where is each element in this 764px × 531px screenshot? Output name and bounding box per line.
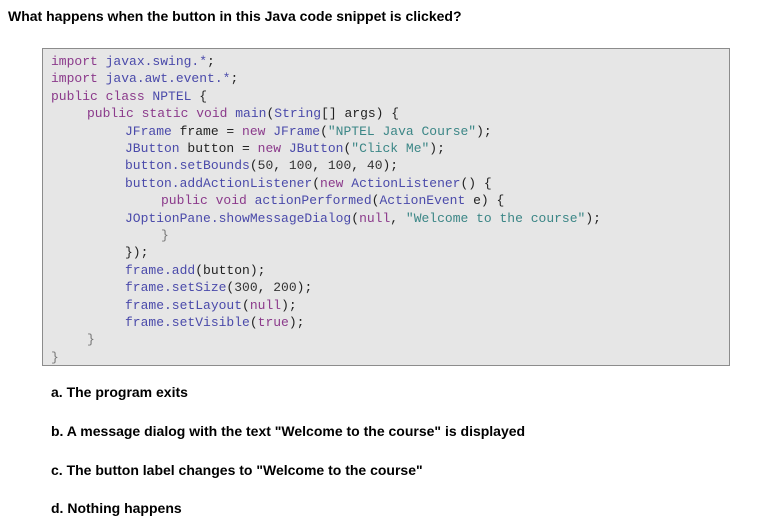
code-token: "Click Me" bbox=[351, 141, 430, 156]
code-token: frame.setSize bbox=[125, 280, 227, 296]
code-token: import bbox=[51, 71, 106, 87]
code-line: public class NPTEL { bbox=[51, 88, 207, 105]
code-token: e) { bbox=[473, 193, 505, 209]
code-token: JButton bbox=[288, 141, 344, 156]
question-text: What happens when the button in this Jav… bbox=[8, 8, 462, 24]
code-token: () { bbox=[460, 175, 492, 191]
code-token: ); bbox=[476, 123, 492, 139]
code-token: , bbox=[312, 158, 328, 174]
code-token: ( bbox=[371, 193, 380, 209]
code-token: ( bbox=[242, 297, 250, 313]
code-token: , bbox=[257, 280, 274, 296]
code-token: public void bbox=[161, 193, 255, 209]
code-token: { bbox=[199, 88, 208, 104]
code-line: button.addActionListener(new ActionListe… bbox=[125, 175, 492, 192]
code-token: JFrame bbox=[125, 123, 180, 139]
code-token: 300 bbox=[234, 280, 258, 296]
answer-option[interactable]: b. A message dialog with the text "Welco… bbox=[51, 422, 526, 439]
code-token: frame.add bbox=[125, 262, 196, 278]
code-token: JFrame bbox=[273, 123, 321, 139]
code-line: JFrame frame = new JFrame("NPTEL Java Co… bbox=[125, 123, 492, 140]
code-token: 50 bbox=[257, 158, 274, 174]
code-token: }); bbox=[125, 245, 149, 261]
code-line: frame.add(button); bbox=[125, 262, 265, 279]
code-token: true bbox=[257, 315, 289, 330]
answer-option[interactable]: a. The program exits bbox=[51, 384, 188, 400]
code-token: NPTEL bbox=[152, 88, 200, 104]
code-token: ); bbox=[288, 315, 305, 330]
code-token: ); bbox=[281, 297, 297, 313]
code-token: public class bbox=[51, 88, 153, 104]
code-line: public void actionPerformed(ActionEvent … bbox=[161, 192, 504, 209]
code-token: ( bbox=[351, 210, 360, 226]
code-token: button.addActionListener bbox=[125, 175, 313, 191]
code-line: frame.setSize(300, 200); bbox=[125, 279, 312, 296]
code-token: } bbox=[87, 332, 95, 348]
code-line: JOptionPane.showMessageDialog(null, "Wel… bbox=[125, 210, 601, 227]
code-line: }); bbox=[125, 244, 148, 261]
code-line: import javax.swing.*; bbox=[51, 53, 215, 70]
code-token: ( bbox=[266, 106, 275, 122]
code-line: } bbox=[87, 331, 95, 348]
code-token: 100 bbox=[288, 158, 313, 174]
code-line: frame.setVisible(true); bbox=[125, 314, 304, 331]
code-token: , bbox=[273, 158, 289, 174]
code-token: } bbox=[51, 349, 59, 365]
code-token: frame = bbox=[179, 123, 243, 139]
code-token: null bbox=[249, 297, 282, 313]
code-token: frame.setLayout bbox=[125, 297, 243, 313]
code-token: ( bbox=[249, 315, 258, 330]
code-token: main bbox=[235, 106, 267, 122]
code-token: javax.swing.* bbox=[105, 54, 208, 69]
code-token: [] args) { bbox=[321, 106, 400, 122]
code-line: frame.setLayout(null); bbox=[125, 297, 297, 314]
code-token: 40 bbox=[366, 158, 383, 174]
code-line: } bbox=[161, 227, 169, 244]
code-line: JButton button = new JButton("Click Me")… bbox=[125, 140, 445, 157]
code-token: , bbox=[351, 158, 367, 174]
code-token: java.awt.event.* bbox=[105, 71, 231, 87]
code-token: ( bbox=[249, 158, 258, 174]
code-token: ); bbox=[585, 210, 601, 226]
code-token: ( bbox=[320, 123, 328, 139]
code-snippet: import javax.swing.*;import java.awt.eve… bbox=[42, 48, 730, 366]
answer-option[interactable]: d. Nothing happens bbox=[51, 500, 182, 517]
answer-option[interactable]: c. The button label changes to "Welcome … bbox=[51, 461, 423, 478]
code-line: button.setBounds(50, 100, 100, 40); bbox=[125, 157, 398, 174]
code-line: public static void main(String[] args) { bbox=[87, 105, 399, 122]
code-token: "NPTEL Java Course" bbox=[327, 123, 477, 139]
code-token: new bbox=[320, 175, 352, 191]
code-token: JButton bbox=[125, 141, 188, 156]
code-token: ( bbox=[343, 141, 352, 156]
code-token: ); bbox=[296, 280, 313, 296]
code-line: } bbox=[51, 349, 59, 366]
code-token: ); bbox=[382, 158, 399, 174]
code-token: ; bbox=[230, 71, 239, 87]
code-token: ; bbox=[207, 54, 215, 69]
code-token: ( bbox=[226, 280, 235, 296]
code-token: new bbox=[257, 141, 289, 156]
code-token: , bbox=[390, 210, 406, 226]
code-token: import bbox=[51, 54, 106, 69]
code-token: "Welcome to the course" bbox=[405, 210, 586, 226]
code-token: (button); bbox=[195, 262, 266, 278]
code-token: new bbox=[242, 123, 274, 139]
code-token: null bbox=[359, 210, 391, 226]
code-token: } bbox=[161, 228, 169, 243]
code-token: button = bbox=[187, 141, 258, 156]
code-token: 200 bbox=[273, 280, 297, 296]
code-token: actionPerformed bbox=[254, 193, 372, 209]
code-token: ); bbox=[429, 141, 445, 156]
code-line: import java.awt.event.*; bbox=[51, 70, 238, 87]
code-token: ActionListener bbox=[351, 175, 461, 191]
code-token: ( bbox=[312, 175, 321, 191]
code-token: 100 bbox=[327, 158, 352, 174]
code-token: String bbox=[274, 106, 322, 122]
code-token: public static void bbox=[87, 106, 236, 122]
code-token: ActionEvent bbox=[379, 193, 474, 209]
code-token: JOptionPane.showMessageDialog bbox=[125, 210, 352, 226]
code-token: frame.setVisible bbox=[125, 315, 250, 330]
code-token: button.setBounds bbox=[125, 158, 250, 174]
